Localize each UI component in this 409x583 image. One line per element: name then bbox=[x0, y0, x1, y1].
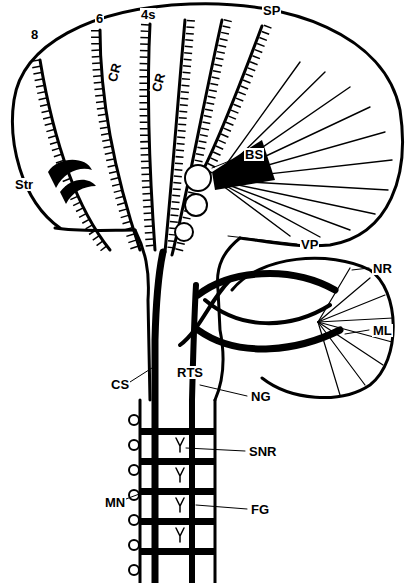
structure-label: NR bbox=[372, 262, 393, 275]
structure-label: CS bbox=[110, 378, 130, 391]
structure-label: 4s bbox=[140, 8, 156, 21]
structure-label: SP bbox=[262, 4, 281, 17]
structure-label: CR bbox=[149, 71, 167, 94]
structure-label: Str bbox=[14, 178, 34, 191]
structure-label: MN bbox=[104, 496, 126, 509]
structure-label: 6 bbox=[95, 12, 104, 25]
structure-label: RTS bbox=[176, 366, 204, 379]
structure-label: 8 bbox=[30, 28, 39, 41]
structure-label: BS bbox=[244, 148, 264, 161]
structure-label: ML bbox=[372, 324, 393, 337]
structure-label: NG bbox=[250, 390, 272, 403]
structure-label: VP bbox=[300, 238, 319, 251]
structure-label: CR bbox=[105, 61, 123, 84]
structure-label: SNR bbox=[248, 445, 277, 458]
structure-label: FG bbox=[250, 503, 270, 516]
